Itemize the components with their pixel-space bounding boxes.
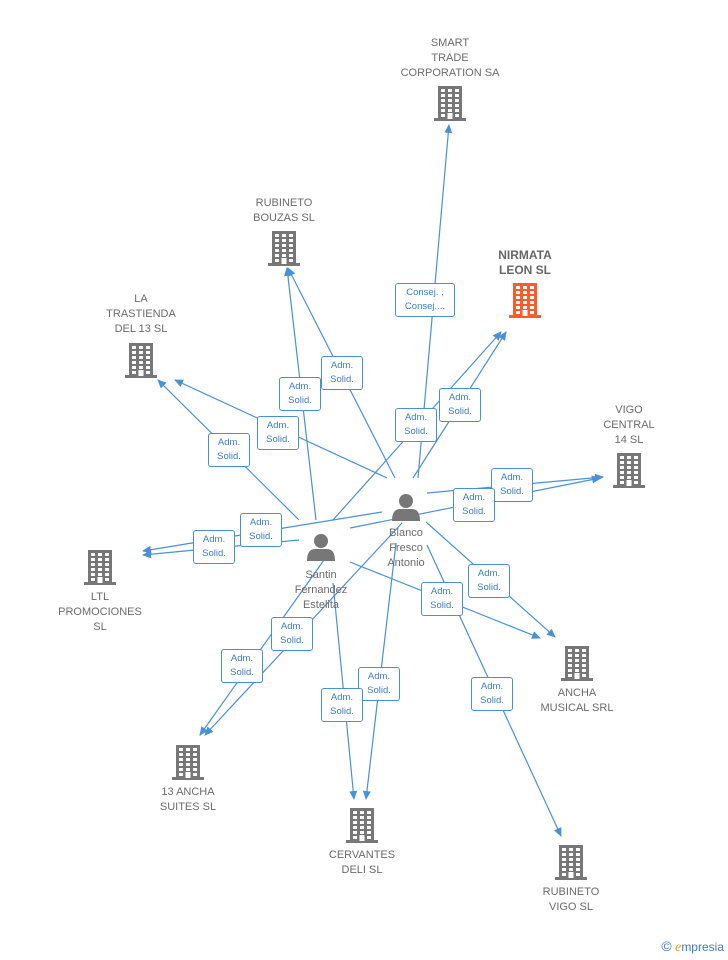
brand-name: mpresia — [681, 940, 724, 954]
edge-label-santin-ltl-promociones[interactable]: Adm. Solid. — [193, 530, 235, 564]
edge-label-blanco-nirmata-leon[interactable]: Adm. Solid. — [439, 388, 481, 422]
company-label-13-ancha-suites[interactable]: 13 ANCHA SUITES SL — [159, 786, 217, 813]
copyright-icon: © — [661, 938, 672, 954]
building-icon[interactable] — [346, 808, 378, 843]
edge-label-blanco-smart-trade[interactable]: Consej. , Consej.... — [395, 283, 455, 317]
edge-label-blanco-rubineto-vigo[interactable]: Adm. Solid. — [471, 677, 513, 711]
edge-label-blanco-13-ancha-suites[interactable]: Adm. Solid. — [271, 617, 313, 651]
company-label-cervantes-deli[interactable]: CERVANTES DELI SL — [328, 849, 396, 876]
building-icon[interactable] — [172, 745, 204, 780]
building-icon[interactable] — [268, 231, 300, 266]
edge-label-blanco-ltl-promociones[interactable]: Adm. Solid. — [240, 513, 282, 547]
edge-label-santin-vigo-central[interactable]: Adm. Solid. — [453, 488, 495, 522]
company-label-la-trastienda[interactable]: LA TRASTIENDA DEL 13 SL — [106, 293, 176, 335]
edge-label-santin-cervantes-deli[interactable]: Adm. Solid. — [321, 688, 363, 722]
edge-label-santin-rubineto-bouzas[interactable]: Adm. Solid. — [279, 377, 321, 411]
company-label-ancha-musical[interactable]: ANCHA MUSICAL SRL — [540, 687, 614, 714]
person-label-blanco[interactable]: Blanco Fresco Antonio — [387, 527, 425, 569]
edge-label-blanco-cervantes-deli[interactable]: Adm. Solid. — [358, 667, 400, 701]
edge-label-blanco-la-trastienda[interactable]: Adm. Solid. — [257, 416, 299, 450]
company-label-vigo-central[interactable]: VIGO CENTRAL 14 SL — [603, 404, 655, 446]
building-icon[interactable] — [84, 550, 116, 585]
company-label-smart-trade[interactable]: SMART TRADE CORPORATION SA — [400, 37, 500, 79]
building-icon[interactable] — [555, 845, 587, 880]
company-label-ltl-promociones[interactable]: LTL PROMOCIONES SL — [58, 591, 142, 633]
company-label-nirmata-leon[interactable]: NIRMATA LEON SL — [498, 248, 552, 277]
building-icon[interactable] — [561, 646, 593, 681]
edge-label-santin-ancha-musical[interactable]: Adm. Solid. — [421, 582, 463, 616]
person-label-santin[interactable]: Santin Fernandez Estelita — [294, 569, 348, 611]
building-icon[interactable] — [509, 283, 541, 318]
company-label-rubineto-vigo[interactable]: RUBINETO VIGO SL — [542, 886, 600, 913]
edge-label-santin-13-ancha-suites[interactable]: Adm. Solid. — [221, 649, 263, 683]
footer-brand: © empresia — [661, 938, 724, 956]
edge-label-blanco-vigo-central[interactable]: Adm. Solid. — [491, 468, 533, 502]
building-icon[interactable] — [434, 86, 466, 121]
edge-label-blanco-rubineto-bouzas[interactable]: Adm. Solid. — [321, 356, 363, 390]
edge-label-santin-nirmata-leon[interactable]: Adm. Solid. — [395, 408, 437, 442]
edge-line-santin-13-ancha-suites — [199, 559, 325, 736]
building-icon[interactable] — [613, 453, 645, 488]
brand-initial: e — [675, 940, 682, 955]
edge-label-santin-la-trastienda[interactable]: Adm. Solid. — [208, 433, 250, 467]
company-label-rubineto-bouzas[interactable]: RUBINETO BOUZAS SL — [253, 197, 315, 224]
edge-label-blanco-ancha-musical[interactable]: Adm. Solid. — [468, 564, 510, 598]
building-icon[interactable] — [125, 343, 157, 378]
person-icon[interactable] — [392, 494, 420, 521]
person-icon[interactable] — [307, 534, 335, 561]
